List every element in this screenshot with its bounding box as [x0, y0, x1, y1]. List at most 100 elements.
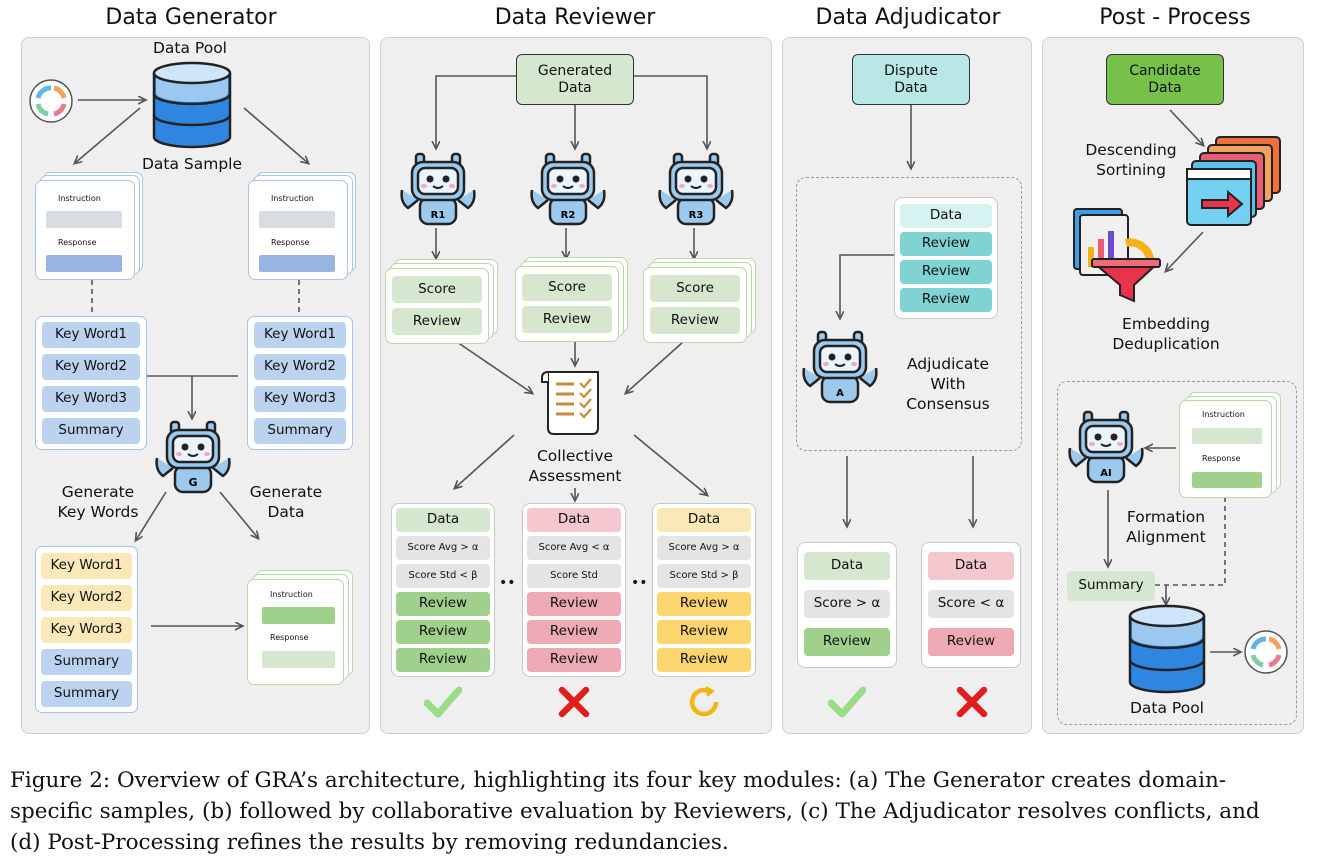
- review-box: Review: [392, 308, 482, 335]
- data-box: Data: [804, 552, 890, 580]
- postprocess-title: Post - Process: [1099, 5, 1251, 30]
- generated-card: Instruction Response: [247, 579, 344, 685]
- accept-result-card: Data Score Avg > α Score Std < β Review …: [391, 503, 495, 677]
- score-std-box: Score Std: [527, 564, 621, 588]
- post-sample-card: Instruction Response: [1179, 400, 1272, 498]
- generated-data-box: Generated Data: [516, 54, 634, 105]
- reviewer-title: Data Reviewer: [494, 5, 656, 30]
- cross-icon: [558, 686, 590, 718]
- score-avg-box: Score Avg > α: [396, 536, 490, 560]
- score-avg-box: Score Avg > α: [657, 536, 751, 560]
- score-box: Score < α: [928, 590, 1014, 618]
- generate-data-label: Generate Data: [249, 483, 323, 521]
- robot-adjudicator-icon: A: [802, 330, 878, 404]
- figure-caption-line3: (d) Post-Processing refines the results …: [10, 830, 729, 855]
- robot-r1-label: R1: [431, 210, 446, 221]
- keyword-item: Key Word2: [254, 354, 346, 380]
- instruction-bar: [46, 211, 122, 228]
- generate-keywords-label: Generate Key Words: [57, 483, 139, 521]
- robot-a-label: A: [836, 388, 844, 399]
- robot-ai-icon: AI: [1068, 410, 1144, 484]
- robot-r2-icon: R2: [530, 152, 606, 226]
- retry-icon: [689, 686, 719, 717]
- instruction-bar: [259, 211, 335, 228]
- robot-r3-label: R3: [689, 210, 704, 221]
- adjudicate-accept-card: Data Score > α Review: [797, 542, 897, 668]
- figure-caption-line2: specific samples, (b) followed by collab…: [10, 799, 1260, 824]
- score-box: Score: [392, 276, 482, 303]
- data-pool-label: Data Pool: [152, 39, 227, 57]
- keyword-summary: Summary: [41, 649, 132, 675]
- score-box: Score: [650, 275, 740, 302]
- keyword-item: Key Word2: [41, 585, 132, 611]
- score-box: Score > α: [804, 590, 890, 618]
- cycle-icon: [1244, 630, 1288, 674]
- response-label: Response: [1202, 454, 1241, 463]
- instruction-label: Instruction: [271, 194, 314, 203]
- score-card-r3: Score Review: [643, 267, 747, 343]
- summary-box: Summary: [1067, 571, 1155, 601]
- database-icon: [1128, 604, 1206, 694]
- keyword-item: Key Word3: [41, 617, 132, 643]
- adjudication-zone: [796, 177, 1022, 451]
- check-icon: [424, 686, 462, 718]
- adjudicate-reject-card: Data Score < α Review: [921, 542, 1021, 668]
- dispute-data-box: Dispute Data: [852, 54, 970, 105]
- instruction-label: Instruction: [1202, 410, 1245, 419]
- instruction-bar: [262, 607, 335, 624]
- score-std-box: Score Std > β: [657, 564, 751, 588]
- keyword-summary: Summary: [42, 418, 140, 444]
- keyword-summary: Summary: [41, 681, 132, 707]
- review-box: Review: [804, 628, 890, 656]
- review-box: Review: [396, 620, 490, 644]
- database-icon: [152, 61, 232, 149]
- score-avg-box: Score Avg < α: [527, 536, 621, 560]
- instruction-bar: [1192, 428, 1262, 444]
- sorting-windows-icon: [1186, 136, 1281, 226]
- instruction-label: Instruction: [270, 590, 313, 599]
- ellipsis-dots: ••: [499, 575, 516, 591]
- review-box: Review: [657, 592, 751, 616]
- score-std-box: Score Std < β: [396, 564, 490, 588]
- retry-result-card: Data Score Avg > α Score Std > β Review …: [652, 503, 756, 677]
- data-box: Data: [900, 204, 992, 228]
- formation-zone: [1057, 381, 1297, 725]
- response-bar: [1192, 472, 1262, 488]
- keyword-list-right: Key Word1 Key Word2 Key Word3 Summary: [247, 316, 353, 450]
- response-label: Response: [58, 238, 97, 247]
- data-box: Data: [527, 508, 621, 532]
- figure-caption-line1: Figure 2: Overview of GRA’s architecture…: [10, 768, 1227, 793]
- data-box: Data: [657, 508, 751, 532]
- data-box: Data: [928, 552, 1014, 580]
- data-sample-label: Data Sample: [141, 155, 243, 173]
- review-box: Review: [650, 307, 740, 334]
- collective-assessment-label: Collective Assessment: [528, 447, 622, 485]
- review-box: Review: [900, 288, 992, 312]
- cross-icon: [956, 686, 988, 718]
- review-box: Review: [522, 306, 612, 333]
- keyword-item: Key Word3: [254, 386, 346, 412]
- adjudicator-title: Data Adjudicator: [815, 5, 1001, 30]
- keyword-summary: Summary: [254, 418, 346, 444]
- dispute-stack-card: Data Review Review Review: [894, 197, 998, 319]
- generator-title: Data Generator: [105, 5, 277, 30]
- robot-r2-label: R2: [561, 210, 576, 221]
- review-box: Review: [527, 648, 621, 672]
- keyword-item: Key Word3: [42, 386, 140, 412]
- candidate-data-box: Candidate Data: [1106, 54, 1224, 105]
- response-label: Response: [271, 238, 310, 247]
- ellipsis-dots: ••: [631, 575, 648, 591]
- response-bar: [259, 255, 335, 272]
- review-box: Review: [657, 648, 751, 672]
- data-box: Data: [396, 508, 490, 532]
- review-box: Review: [396, 648, 490, 672]
- checklist-icon: [541, 371, 599, 435]
- robot-r3-icon: R3: [658, 152, 734, 226]
- keyword-item: Key Word1: [42, 322, 140, 348]
- cycle-icon: [29, 79, 73, 123]
- keyword-list-left: Key Word1 Key Word2 Key Word3 Summary: [35, 316, 147, 450]
- sample-card-right: Instruction Response: [248, 180, 348, 280]
- instruction-label: Instruction: [58, 194, 101, 203]
- robot-ai-label: AI: [1100, 468, 1111, 479]
